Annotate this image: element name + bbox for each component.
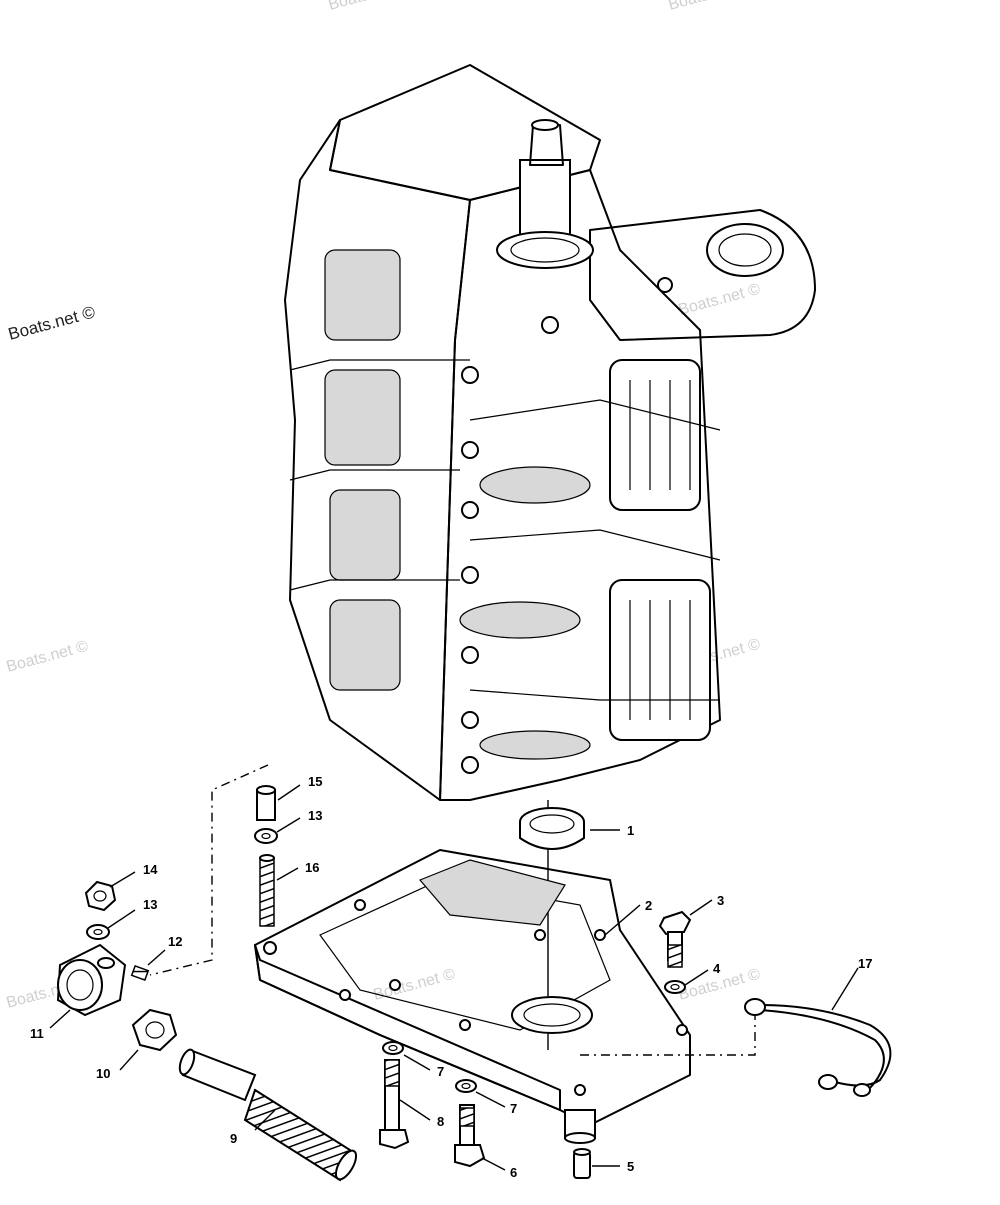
watermark-faint-1: Boats.net © [5, 638, 91, 676]
callout-6: 6 [510, 1165, 517, 1180]
callout-1: 1 [627, 823, 634, 838]
nut-part-14 [84, 880, 117, 912]
callout-4: 4 [713, 961, 721, 976]
stud-part-16 [259, 854, 275, 927]
washer-part-13a [86, 924, 110, 940]
watermark-main: Boats.net © [6, 302, 97, 344]
powerhead-block [284, 64, 816, 801]
assembly-line-right [580, 1015, 756, 1056]
callout-16: 16 [305, 860, 319, 875]
callout-7b: 7 [510, 1101, 517, 1116]
callout-13a: 13 [143, 897, 157, 912]
ground-wire-part-17 [744, 998, 892, 1097]
bolt-part-3 [658, 910, 692, 968]
callout-12: 12 [168, 934, 182, 949]
screw-part-12 [130, 964, 150, 982]
callout-5: 5 [627, 1159, 634, 1174]
nut-part-10 [131, 1008, 178, 1052]
callout-14: 14 [143, 862, 158, 877]
transfer-cover-lower [609, 579, 711, 741]
callout-9: 9 [230, 1131, 237, 1146]
callout-15: 15 [308, 774, 322, 789]
transfer-cover-upper [609, 359, 701, 511]
callout-2: 2 [645, 898, 652, 913]
washer-part-13b [254, 828, 278, 844]
washer-part-4 [664, 980, 686, 994]
crankcase-bolt-strip [461, 277, 673, 774]
seal-ring [519, 807, 585, 850]
watermark-faint-3: Boats.net © [372, 966, 458, 1004]
watermark-faint-8: Boats.net © [667, 0, 753, 14]
callout-3: 3 [717, 893, 724, 908]
dowel-pin-part-5 [573, 1148, 591, 1179]
watermark-faint-7: Boats.net © [327, 0, 413, 14]
bolt-part-8 [379, 1059, 410, 1150]
callout-7a: 7 [437, 1064, 444, 1079]
threaded-sleeve-part-9 [178, 1048, 358, 1182]
leader-lines [49, 784, 859, 1171]
callout-8: 8 [437, 1114, 444, 1129]
callout-17: 17 [858, 956, 872, 971]
callout-13b: 13 [308, 808, 322, 823]
washer-part-7b [455, 1079, 477, 1093]
spacer-part-15 [256, 785, 276, 821]
watermark-faint-6: Boats.net © [677, 281, 763, 319]
callout-10: 10 [96, 1066, 110, 1081]
adapter-plate [254, 849, 691, 1144]
bolt-part-6 [454, 1104, 486, 1168]
callout-11: 11 [30, 1026, 44, 1041]
bracket-part-11 [56, 943, 127, 1017]
washer-part-7a [382, 1041, 404, 1055]
